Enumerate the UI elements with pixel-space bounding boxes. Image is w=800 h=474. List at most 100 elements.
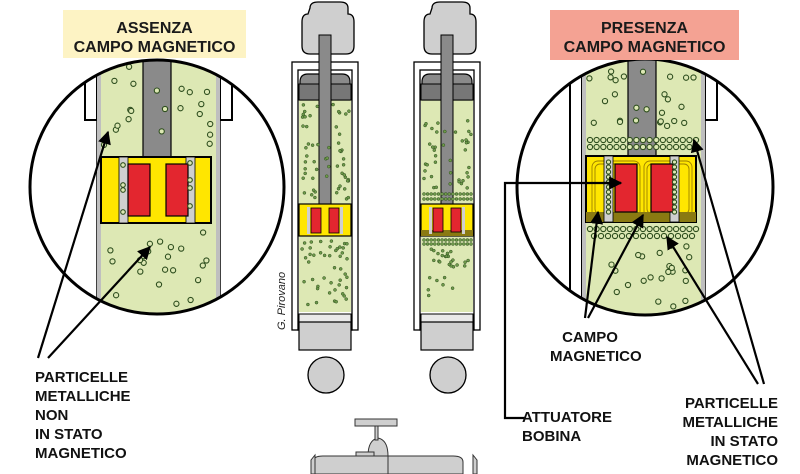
particle — [432, 258, 436, 263]
right-magnifier — [515, 57, 775, 317]
particle — [633, 104, 640, 111]
particle — [646, 136, 653, 144]
particle — [686, 143, 693, 151]
particle — [613, 136, 620, 144]
particle — [653, 232, 661, 240]
particle — [453, 130, 458, 134]
particle — [173, 300, 180, 307]
particle — [607, 74, 614, 81]
particle — [443, 197, 448, 201]
particle — [449, 260, 453, 264]
particle — [332, 265, 337, 270]
particle — [682, 297, 689, 305]
particle — [427, 275, 432, 280]
particle — [425, 242, 430, 246]
particle — [308, 113, 312, 118]
particle — [437, 260, 442, 264]
particle — [345, 257, 349, 261]
particle — [441, 143, 446, 147]
particle — [671, 184, 678, 190]
particle — [465, 192, 470, 196]
particle — [302, 279, 306, 284]
particle — [639, 143, 647, 151]
particle — [605, 189, 612, 195]
particle — [343, 272, 347, 276]
particle — [646, 225, 653, 233]
particle — [633, 136, 640, 144]
particle — [451, 242, 455, 246]
arrow-field-2 — [587, 213, 644, 319]
particle — [465, 171, 469, 175]
particle — [120, 182, 126, 188]
particle — [671, 179, 678, 185]
particle — [426, 293, 431, 298]
particle — [462, 242, 466, 246]
particle — [462, 197, 466, 201]
particle — [605, 209, 612, 215]
particle — [605, 164, 612, 170]
particle — [632, 117, 640, 124]
particle — [304, 124, 309, 129]
particle — [335, 164, 340, 168]
particle — [305, 154, 309, 158]
particle — [130, 80, 137, 87]
particle — [448, 182, 452, 186]
particle — [462, 264, 467, 268]
particle — [462, 192, 466, 196]
particle — [639, 225, 647, 233]
particle — [310, 277, 315, 282]
particle — [436, 251, 440, 256]
particle — [666, 225, 673, 233]
particle — [457, 179, 461, 184]
particle — [449, 249, 453, 254]
particle — [161, 105, 169, 113]
particle — [605, 159, 612, 165]
particle — [187, 203, 193, 209]
particle — [467, 129, 471, 134]
particle — [324, 174, 329, 178]
particle — [686, 136, 693, 144]
particle — [653, 136, 660, 144]
particle — [310, 143, 315, 147]
particle — [337, 283, 341, 287]
particle — [606, 136, 614, 144]
particle — [671, 164, 678, 170]
particle — [325, 156, 329, 160]
particle — [177, 105, 184, 112]
particle — [303, 171, 307, 176]
particle — [672, 136, 680, 144]
particle — [442, 275, 447, 280]
arrow-right-lower — [666, 235, 759, 385]
particle — [666, 143, 673, 151]
particle — [114, 122, 121, 129]
particle — [338, 184, 342, 188]
particle — [619, 225, 627, 233]
particle — [454, 238, 459, 242]
top-mount-2 — [423, 1, 477, 55]
particle — [435, 278, 439, 283]
particle — [605, 184, 612, 190]
particle — [342, 187, 347, 191]
particle — [435, 130, 439, 134]
particle — [672, 225, 680, 233]
particle — [306, 260, 311, 264]
particle — [161, 266, 169, 273]
particle — [333, 288, 337, 292]
particle — [315, 104, 320, 109]
particle — [678, 103, 685, 110]
particle — [424, 121, 428, 126]
particle — [301, 103, 306, 107]
particle — [341, 157, 346, 161]
particle — [304, 146, 308, 150]
particle — [425, 238, 430, 242]
particle — [679, 143, 686, 151]
particle — [153, 87, 161, 94]
particle — [681, 232, 689, 240]
particle — [312, 253, 316, 257]
particle — [626, 143, 633, 151]
particle — [688, 232, 696, 240]
particle — [624, 281, 632, 289]
particle — [659, 225, 667, 233]
particle — [444, 254, 449, 259]
particle — [611, 232, 619, 240]
